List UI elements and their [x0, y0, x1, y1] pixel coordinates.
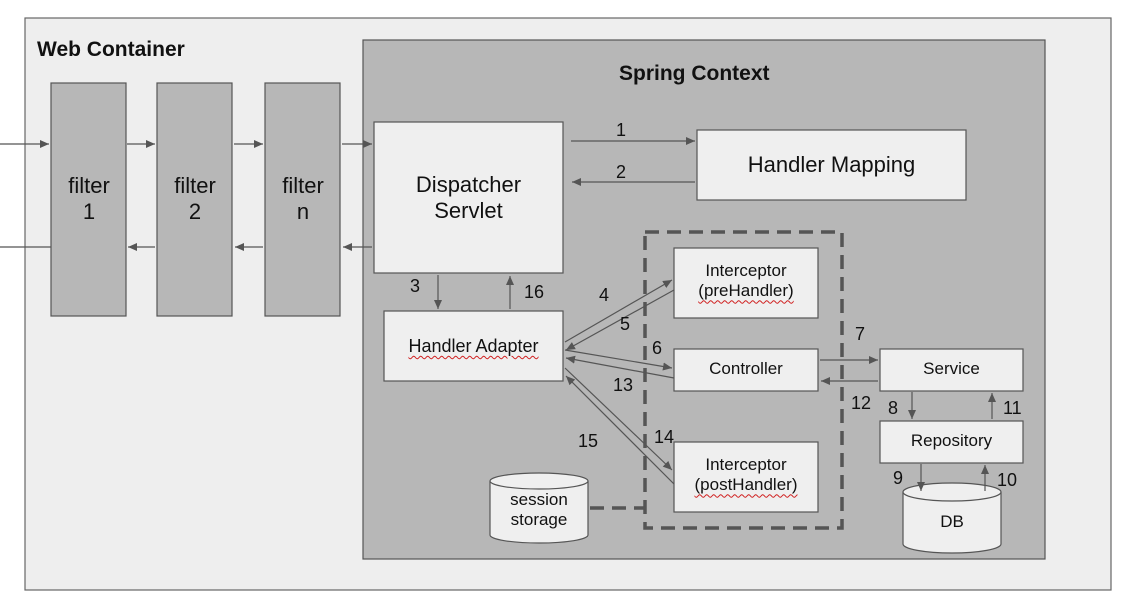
handler-adapter-box: [383, 310, 564, 382]
controller-box: [673, 348, 819, 392]
interceptor-post-label: Interceptor (postHandler): [694, 455, 798, 495]
step-16: 16: [524, 282, 545, 302]
handler-adapter-label: Handler Adapter: [408, 336, 539, 356]
arrow-6: [564, 349, 673, 371]
filter-n-label: filter n: [282, 173, 324, 225]
service-box: [879, 348, 1024, 392]
step-14: 14: [654, 427, 675, 447]
web-container-title: Web Container: [37, 38, 185, 61]
step-12: 12: [851, 393, 872, 413]
arrow-15: [565, 375, 675, 485]
step-13: 13: [613, 375, 634, 395]
step-6: 6: [652, 338, 663, 358]
step-10: 10: [997, 470, 1018, 490]
interceptor-group-box: [643, 230, 844, 530]
arrow-4: [564, 279, 673, 343]
repository-box: [879, 420, 1024, 464]
step-7: 7: [855, 324, 866, 344]
interceptor-pre-box: [673, 247, 819, 319]
step-2: 2: [616, 162, 627, 182]
step-4: 4: [599, 285, 610, 305]
step-8: 8: [888, 398, 899, 418]
arrow-14: [564, 367, 673, 471]
controller-label: Controller: [709, 359, 783, 378]
interceptor-post-box: [673, 441, 819, 513]
step-15: 15: [578, 431, 599, 451]
filter-1-label: filter 1: [68, 173, 110, 225]
dispatcher-servlet-box: [373, 121, 564, 274]
session-storage-cylinder: [489, 472, 589, 544]
dispatcher-servlet-label: Dispatcher Servlet: [415, 172, 522, 224]
step-3: 3: [410, 276, 421, 296]
handler-mapping-box: [696, 129, 967, 201]
spring-context-title: Spring Context: [619, 62, 770, 85]
db-label: DB: [940, 512, 964, 531]
handler-mapping-label: Handler Mapping: [747, 152, 916, 177]
interceptor-pre-label: Interceptor (preHandler): [698, 261, 794, 301]
filter-2-label: filter 2: [174, 173, 216, 225]
arrow-13: [565, 355, 675, 379]
filter-2-box: [156, 82, 233, 317]
step-5: 5: [620, 314, 631, 334]
repository-label: Repository: [910, 431, 993, 450]
session-storage-label: session storage: [510, 490, 568, 530]
filter-n-box: [264, 82, 341, 317]
step-9: 9: [893, 468, 904, 488]
filter-1-box: [50, 82, 127, 317]
flow-arrows: [434, 137, 996, 491]
filter-arrows: [0, 140, 372, 251]
arrow-5: [565, 289, 675, 351]
step-11: 11: [1003, 398, 1022, 418]
db-cylinder: [902, 482, 1002, 554]
service-label: Service: [923, 359, 980, 378]
step-1: 1: [616, 120, 627, 140]
